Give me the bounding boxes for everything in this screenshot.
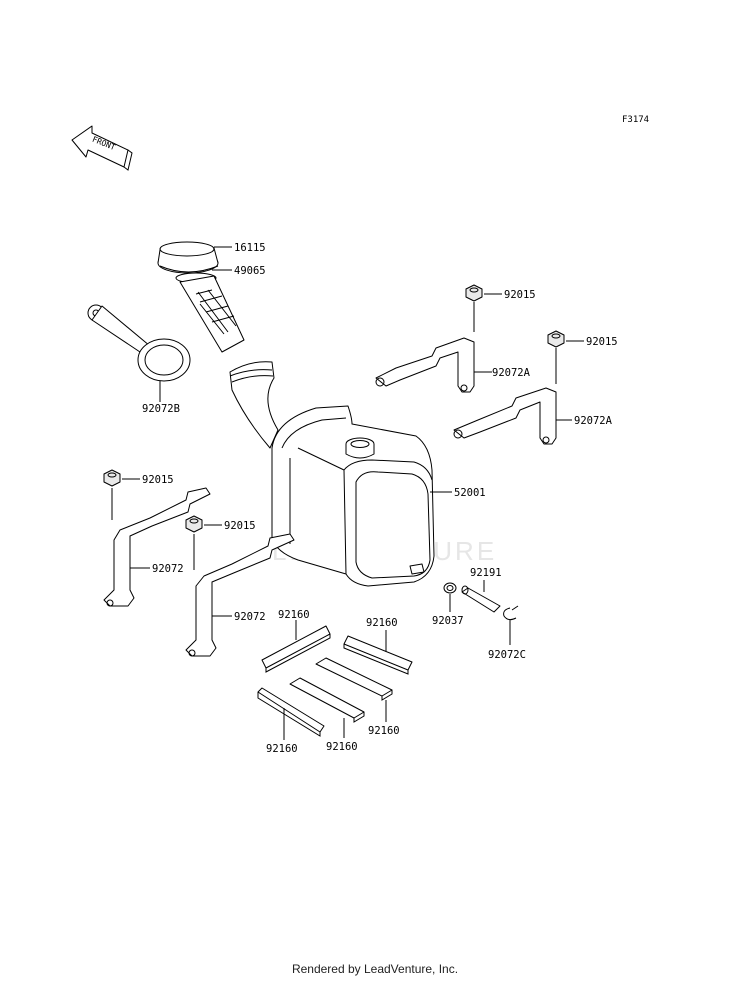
- fuel-tank-part[interactable]: [229, 361, 435, 587]
- label-92160-4[interactable]: 92160: [326, 741, 358, 753]
- label-92072A-1[interactable]: 92072A: [492, 367, 531, 379]
- label-92072-2[interactable]: 92072: [234, 611, 266, 623]
- clamp-part-92037[interactable]: [443, 582, 457, 594]
- hose-part-92191[interactable]: [461, 585, 501, 613]
- flange-nut-part-3[interactable]: [103, 469, 121, 487]
- label-16115[interactable]: 16115: [234, 242, 266, 254]
- cap-strap-part[interactable]: [87, 304, 191, 382]
- tank-bracket-part-4[interactable]: [185, 533, 295, 657]
- flange-nut-part-4[interactable]: [185, 515, 203, 533]
- label-92072B[interactable]: 92072B: [142, 403, 180, 415]
- label-92037[interactable]: 92037: [432, 615, 464, 627]
- fuel-strainer-part[interactable]: [175, 272, 245, 353]
- flange-nut-part-2[interactable]: [547, 330, 565, 348]
- label-92191[interactable]: 92191: [470, 567, 502, 579]
- pad-part-4[interactable]: [289, 677, 365, 723]
- flange-nut-part-1[interactable]: [465, 284, 483, 302]
- label-49065[interactable]: 49065: [234, 265, 266, 277]
- label-92015-left-1[interactable]: 92015: [142, 474, 174, 486]
- label-92072C[interactable]: 92072C: [488, 649, 526, 661]
- label-92072-1[interactable]: 92072: [152, 563, 184, 575]
- label-92160-5[interactable]: 92160: [266, 743, 298, 755]
- label-92160-1[interactable]: 92160: [278, 609, 310, 621]
- front-arrow-icon: FRONT: [71, 125, 133, 171]
- fuel-cap-part[interactable]: [157, 241, 219, 274]
- tank-bracket-part-1[interactable]: [375, 337, 475, 393]
- pad-part-1[interactable]: [261, 625, 331, 673]
- footer-credit: Rendered by LeadVenture, Inc.: [291, 962, 459, 976]
- pad-part-2[interactable]: [343, 635, 413, 675]
- label-52001[interactable]: 52001: [454, 487, 486, 499]
- label-92015-left-2[interactable]: 92015: [224, 520, 256, 532]
- tank-bracket-part-3[interactable]: [103, 487, 211, 607]
- label-92015-right[interactable]: 92015: [586, 336, 618, 348]
- label-92015-top[interactable]: 92015: [504, 289, 536, 301]
- label-92160-3[interactable]: 92160: [368, 725, 400, 737]
- tank-bracket-part-2[interactable]: [453, 387, 557, 445]
- pad-part-3[interactable]: [315, 657, 393, 701]
- label-92072A-2[interactable]: 92072A: [574, 415, 613, 427]
- pad-part-5[interactable]: [257, 687, 325, 737]
- label-92160-2[interactable]: 92160: [366, 617, 398, 629]
- figure-id: F3174: [622, 115, 649, 125]
- clip-part-92072C[interactable]: [503, 605, 519, 621]
